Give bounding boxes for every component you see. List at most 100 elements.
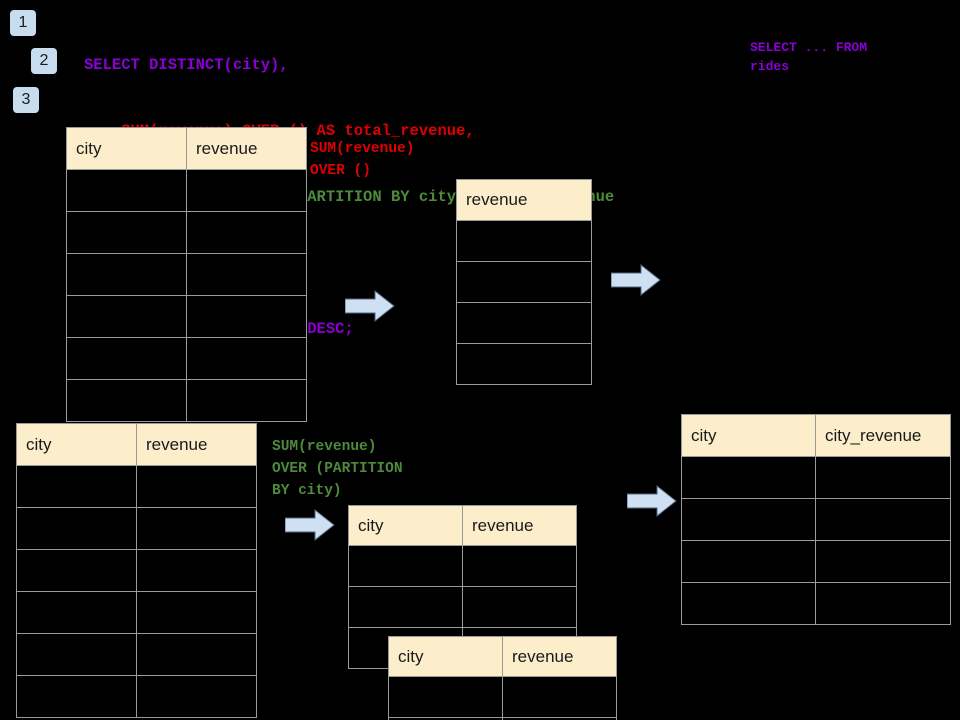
table-cell: [136, 675, 257, 718]
table-row: [16, 465, 257, 508]
table-row: [16, 549, 257, 592]
table-row: [348, 586, 577, 628]
annotation-sum-over-partition: SUM(revenue) OVER (PARTITION BY city): [272, 439, 403, 499]
table-cell: [462, 545, 577, 587]
table-cell: [136, 507, 257, 550]
table-partition-back: city revenue: [348, 505, 577, 669]
table-cell: [66, 253, 187, 296]
table-source-top: city revenue: [66, 127, 307, 422]
table-header-row: city revenue: [16, 423, 257, 466]
table-cell: [681, 498, 816, 541]
table-cell: [456, 343, 592, 385]
table-row: [16, 591, 257, 634]
table-header-row: revenue: [456, 179, 592, 221]
annotation-select-from-rides: SELECT ... FROM rides: [750, 40, 868, 74]
table-row: [66, 169, 307, 212]
table-cell: [66, 337, 187, 380]
column-header-city-revenue: city_revenue: [815, 414, 951, 457]
table-cell: [388, 676, 503, 718]
table-row: [681, 456, 951, 499]
table-row: [388, 676, 617, 718]
arrow-total-to-result: [611, 264, 661, 296]
table-cell: [456, 302, 592, 344]
table-cell: [815, 456, 951, 499]
table-cell: [186, 379, 307, 422]
table-row: [456, 302, 592, 344]
table-cell: [815, 498, 951, 541]
step-badge-2[interactable]: 2: [31, 48, 57, 74]
table-row: [388, 717, 617, 720]
table-row: [66, 253, 307, 296]
column-header-revenue: revenue: [186, 127, 307, 170]
table-cell: [136, 591, 257, 634]
column-header-city: city: [16, 423, 137, 466]
table-row: [456, 220, 592, 262]
table-total-revenue: revenue: [456, 179, 592, 385]
table-cell: [681, 456, 816, 499]
column-header-city: city: [681, 414, 816, 457]
table-cell: [186, 295, 307, 338]
table-cell: [66, 295, 187, 338]
table-row: [348, 545, 577, 587]
table-header-row: city revenue: [388, 636, 617, 677]
table-body: [16, 465, 257, 718]
table-row: [456, 261, 592, 303]
table-cell: [681, 540, 816, 583]
table-result: city city_revenue: [681, 414, 951, 625]
table-header-row: city revenue: [348, 505, 577, 546]
table-header-row: city city_revenue: [681, 414, 951, 457]
column-header-revenue: revenue: [502, 636, 617, 677]
table-row: [66, 211, 307, 254]
table-body: [388, 676, 617, 720]
table-cell: [16, 507, 137, 550]
table-cell: [66, 379, 187, 422]
table-cell: [186, 169, 307, 212]
table-row: [456, 343, 592, 385]
table-cell: [815, 540, 951, 583]
table-cell: [681, 582, 816, 625]
table-row: [16, 507, 257, 550]
table-row: [681, 540, 951, 583]
column-header-city: city: [348, 505, 463, 546]
table-cell: [348, 586, 463, 628]
table-source-bottom: city revenue: [16, 423, 257, 718]
table-cell: [16, 549, 137, 592]
table-cell: [348, 545, 463, 587]
table-cell: [66, 169, 187, 212]
table-cell: [136, 465, 257, 508]
table-cell: [462, 586, 577, 628]
table-row: [66, 295, 307, 338]
table-row: [16, 633, 257, 676]
table-row: [66, 337, 307, 380]
step-badge-1[interactable]: 1: [10, 10, 36, 36]
table-cell: [16, 633, 137, 676]
table-header-row: city revenue: [66, 127, 307, 170]
table-row: [681, 582, 951, 625]
column-header-city: city: [388, 636, 503, 677]
column-header-revenue: revenue: [456, 179, 592, 221]
table-cell: [16, 675, 137, 718]
table-cell: [136, 633, 257, 676]
table-partition-front: city revenue: [388, 636, 617, 720]
arrow-partition-to-result: [627, 485, 677, 517]
table-cell: [16, 591, 137, 634]
sql-line-select: SELECT DISTINCT(city),: [84, 56, 289, 74]
step-badge-3[interactable]: 3: [13, 87, 39, 113]
table-cell: [186, 337, 307, 380]
column-header-revenue: revenue: [462, 505, 577, 546]
table-row: [66, 379, 307, 422]
table-cell: [502, 717, 617, 720]
table-cell: [186, 211, 307, 254]
column-header-revenue: revenue: [136, 423, 257, 466]
arrow-source-to-partition: [285, 509, 335, 541]
table-cell: [66, 211, 187, 254]
table-row: [681, 498, 951, 541]
table-cell: [815, 582, 951, 625]
arrow-source-to-total: [345, 290, 395, 322]
table-cell: [502, 676, 617, 718]
annotation-sum-over-empty: SUM(revenue) OVER (): [310, 141, 415, 179]
column-header-city: city: [66, 127, 187, 170]
table-row: [16, 675, 257, 718]
table-body: [681, 456, 951, 625]
